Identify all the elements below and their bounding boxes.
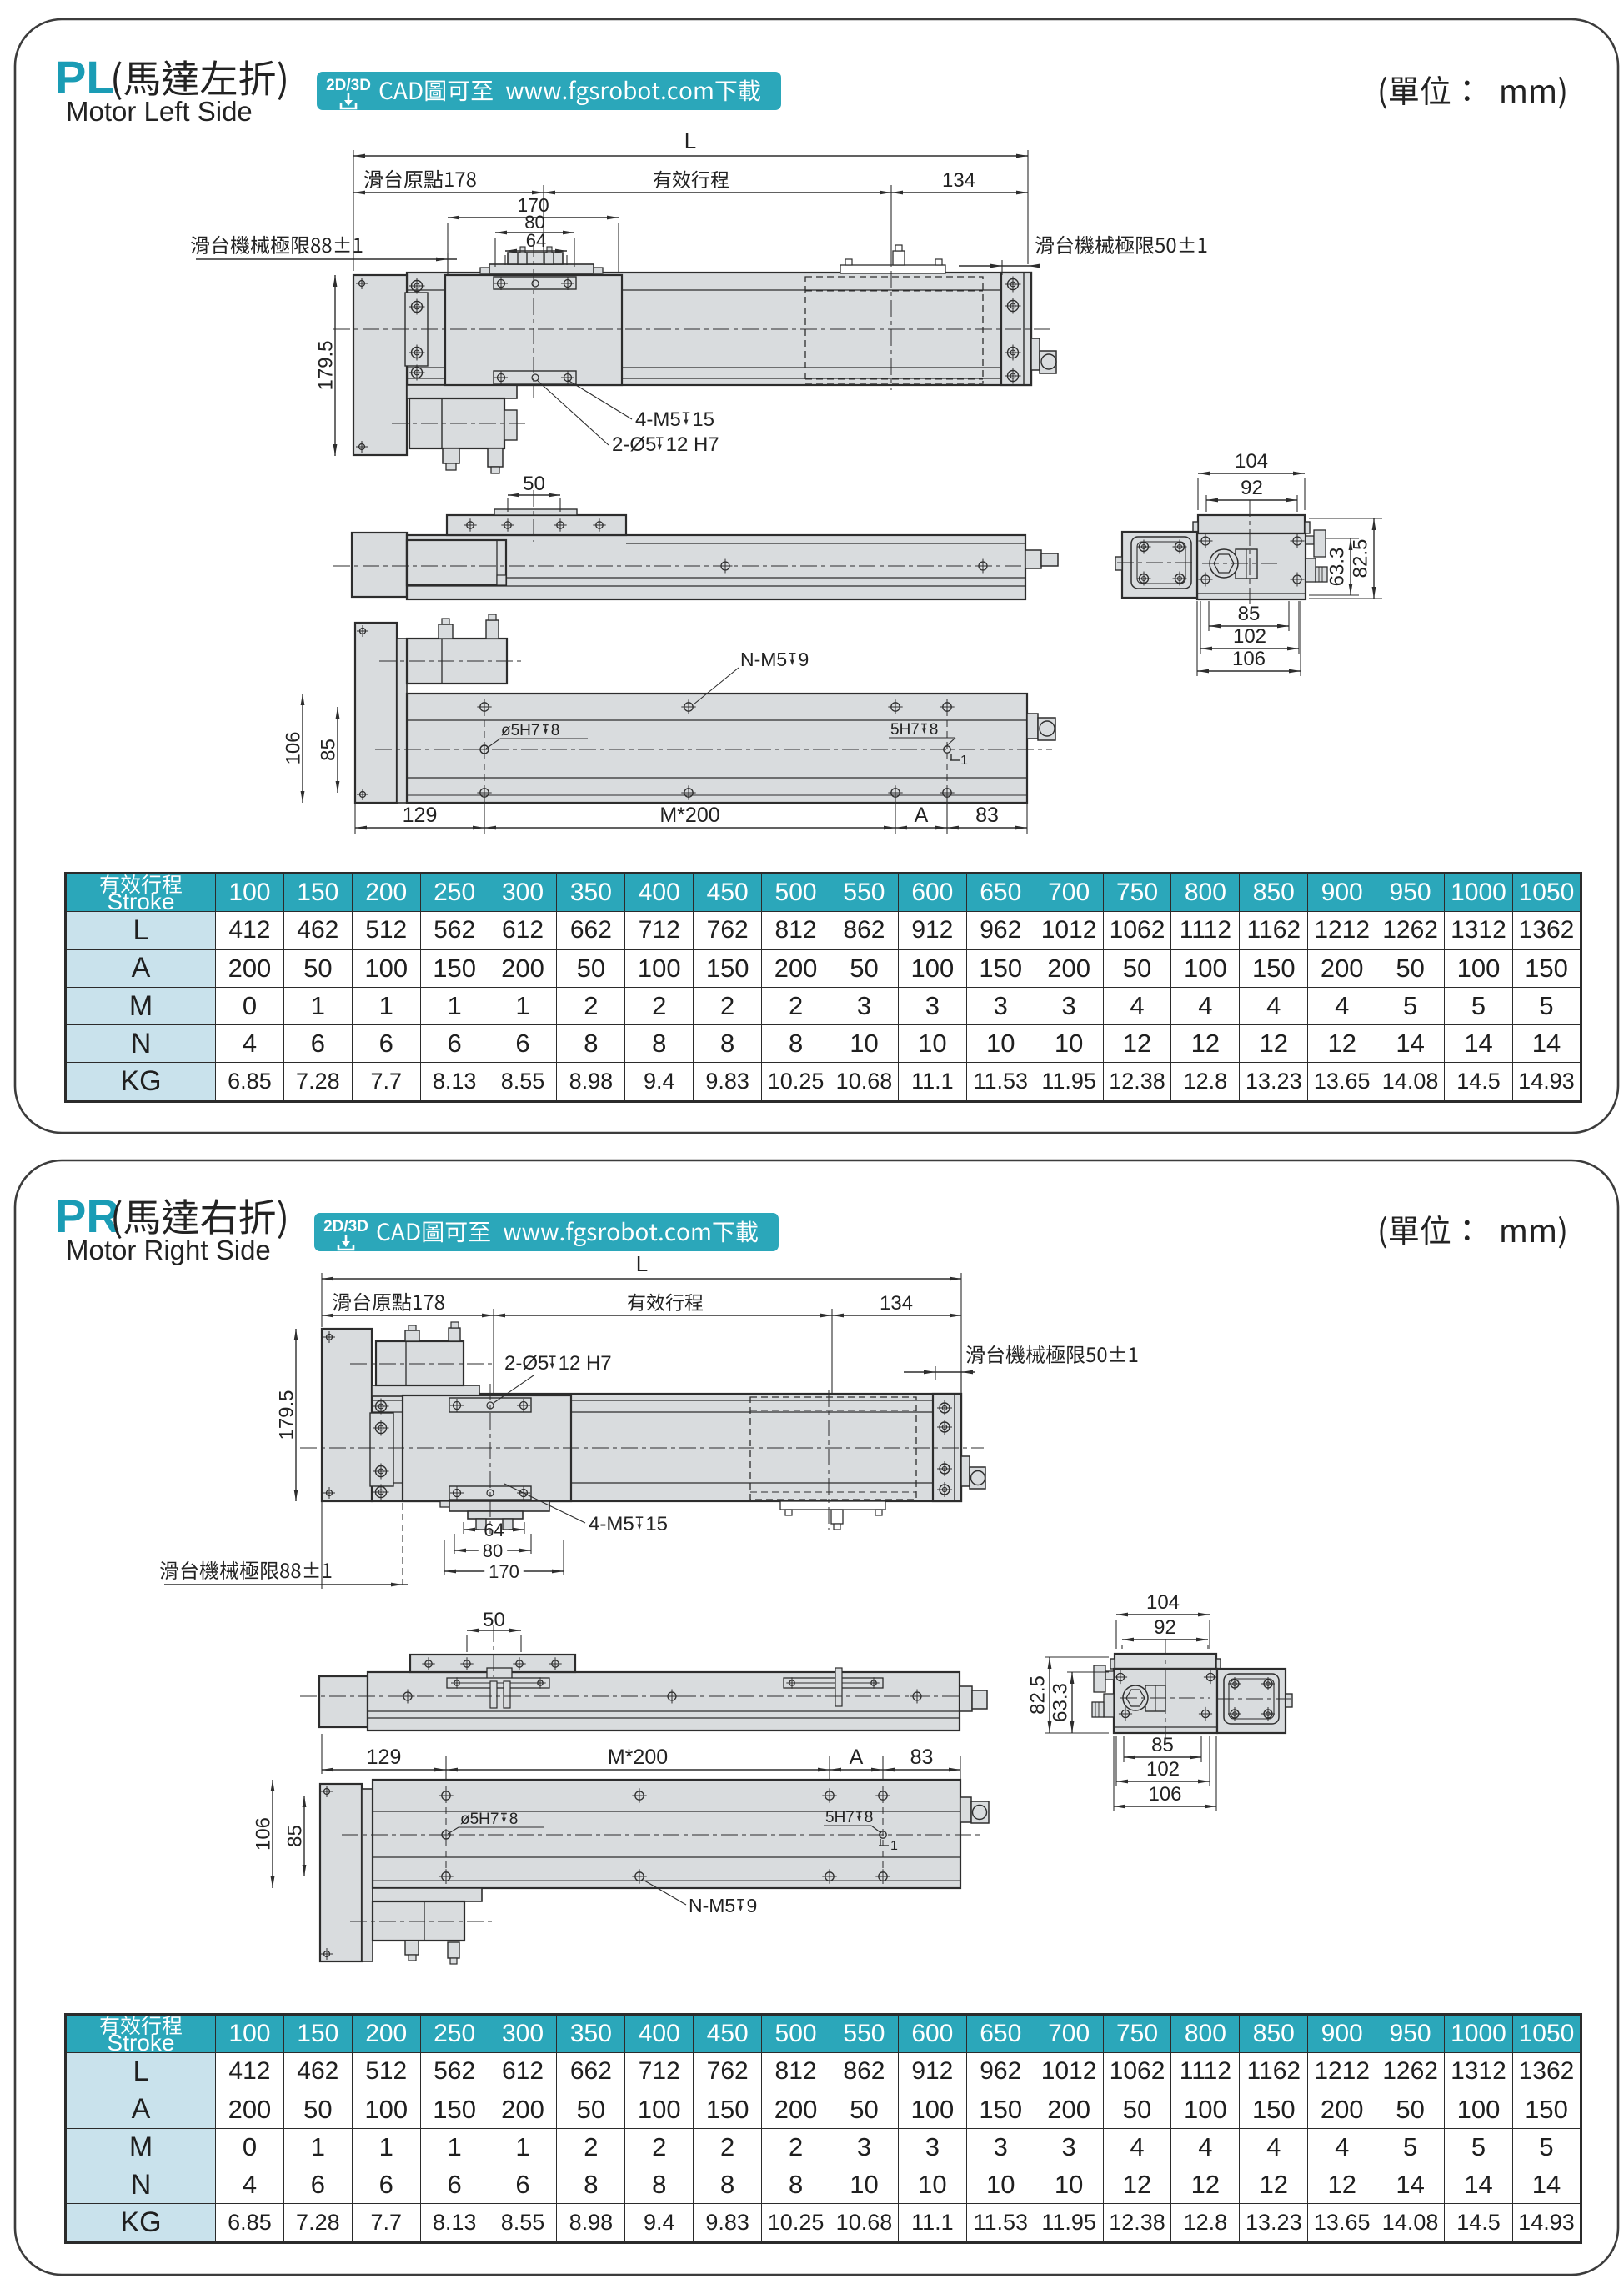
- svg-text:2D/3D: 2D/3D: [326, 77, 371, 94]
- svg-text:N-M5: N-M5: [689, 1895, 735, 1916]
- svg-text:92: 92: [1154, 1616, 1176, 1639]
- svg-text:129: 129: [403, 804, 438, 827]
- svg-text:170: 170: [517, 194, 549, 216]
- svg-text:83: 83: [975, 804, 999, 827]
- svg-text:106: 106: [1148, 1783, 1181, 1806]
- svg-text:82.5: 82.5: [1026, 1675, 1049, 1715]
- svg-text:134: 134: [942, 169, 975, 192]
- svg-text:N-M5: N-M5: [740, 649, 787, 670]
- svg-text:92: 92: [1241, 477, 1263, 499]
- svg-text:9: 9: [799, 649, 809, 670]
- svg-text:129: 129: [367, 1746, 402, 1769]
- svg-text:ø5H7: ø5H7: [460, 1811, 499, 1828]
- svg-text:8: 8: [509, 1811, 519, 1828]
- svg-text:106: 106: [252, 1817, 274, 1851]
- svg-text:12 H7: 12 H7: [666, 433, 719, 456]
- svg-text:A: A: [850, 1746, 864, 1769]
- svg-text:64: 64: [484, 1520, 504, 1540]
- svg-text:106: 106: [282, 731, 304, 764]
- svg-text:4-M5: 4-M5: [589, 1513, 634, 1535]
- svg-text:83: 83: [910, 1746, 934, 1769]
- svg-text:5H7: 5H7: [825, 1809, 855, 1826]
- svg-text:M*200: M*200: [608, 1746, 668, 1769]
- svg-text:85: 85: [1238, 603, 1261, 625]
- svg-text:PR: PR: [55, 1190, 120, 1242]
- svg-text:1: 1: [960, 754, 968, 768]
- svg-text:A: A: [915, 804, 929, 827]
- svg-text:5H7: 5H7: [890, 721, 920, 739]
- svg-text:2-Ø5: 2-Ø5: [612, 433, 656, 456]
- svg-text:179.5: 179.5: [314, 340, 337, 390]
- svg-text:63.3: 63.3: [1326, 548, 1348, 587]
- svg-text:1: 1: [890, 1839, 898, 1853]
- svg-text:L: L: [636, 1251, 648, 1276]
- svg-text:63.3: 63.3: [1049, 1683, 1071, 1722]
- svg-text:170: 170: [489, 1561, 519, 1582]
- svg-text:8: 8: [865, 1809, 874, 1826]
- svg-text:2D/3D: 2D/3D: [323, 1218, 368, 1235]
- svg-text:4-M5: 4-M5: [635, 408, 681, 431]
- svg-text:106: 106: [1232, 648, 1266, 670]
- svg-text:85: 85: [1151, 1734, 1174, 1756]
- svg-text:85: 85: [283, 1825, 306, 1847]
- svg-text:PL: PL: [55, 51, 115, 103]
- svg-text:Motor Left Side: Motor Left Side: [66, 96, 253, 127]
- svg-text:15: 15: [692, 408, 714, 431]
- svg-text:Motor Right Side: Motor Right Side: [66, 1235, 271, 1265]
- svg-text:85: 85: [317, 739, 339, 761]
- svg-text:L: L: [684, 128, 696, 153]
- svg-text:82.5: 82.5: [1349, 539, 1371, 579]
- svg-text:104: 104: [1146, 1591, 1180, 1614]
- svg-text:134: 134: [880, 1292, 913, 1315]
- svg-text:15: 15: [645, 1513, 668, 1535]
- svg-text:104: 104: [1235, 450, 1268, 473]
- svg-text:ø5H7: ø5H7: [501, 722, 539, 739]
- svg-text:12 H7: 12 H7: [559, 1352, 612, 1375]
- svg-text:8: 8: [930, 721, 939, 739]
- svg-text:80: 80: [524, 212, 544, 233]
- svg-text:8: 8: [551, 722, 560, 739]
- svg-text:102: 102: [1146, 1758, 1180, 1781]
- svg-text:102: 102: [1233, 625, 1266, 648]
- svg-text:179.5: 179.5: [275, 1390, 298, 1440]
- svg-text:M*200: M*200: [659, 804, 719, 827]
- svg-text:64: 64: [526, 230, 546, 251]
- svg-text:80: 80: [483, 1540, 503, 1561]
- svg-text:9: 9: [747, 1895, 758, 1916]
- svg-text:2-Ø5: 2-Ø5: [504, 1352, 549, 1375]
